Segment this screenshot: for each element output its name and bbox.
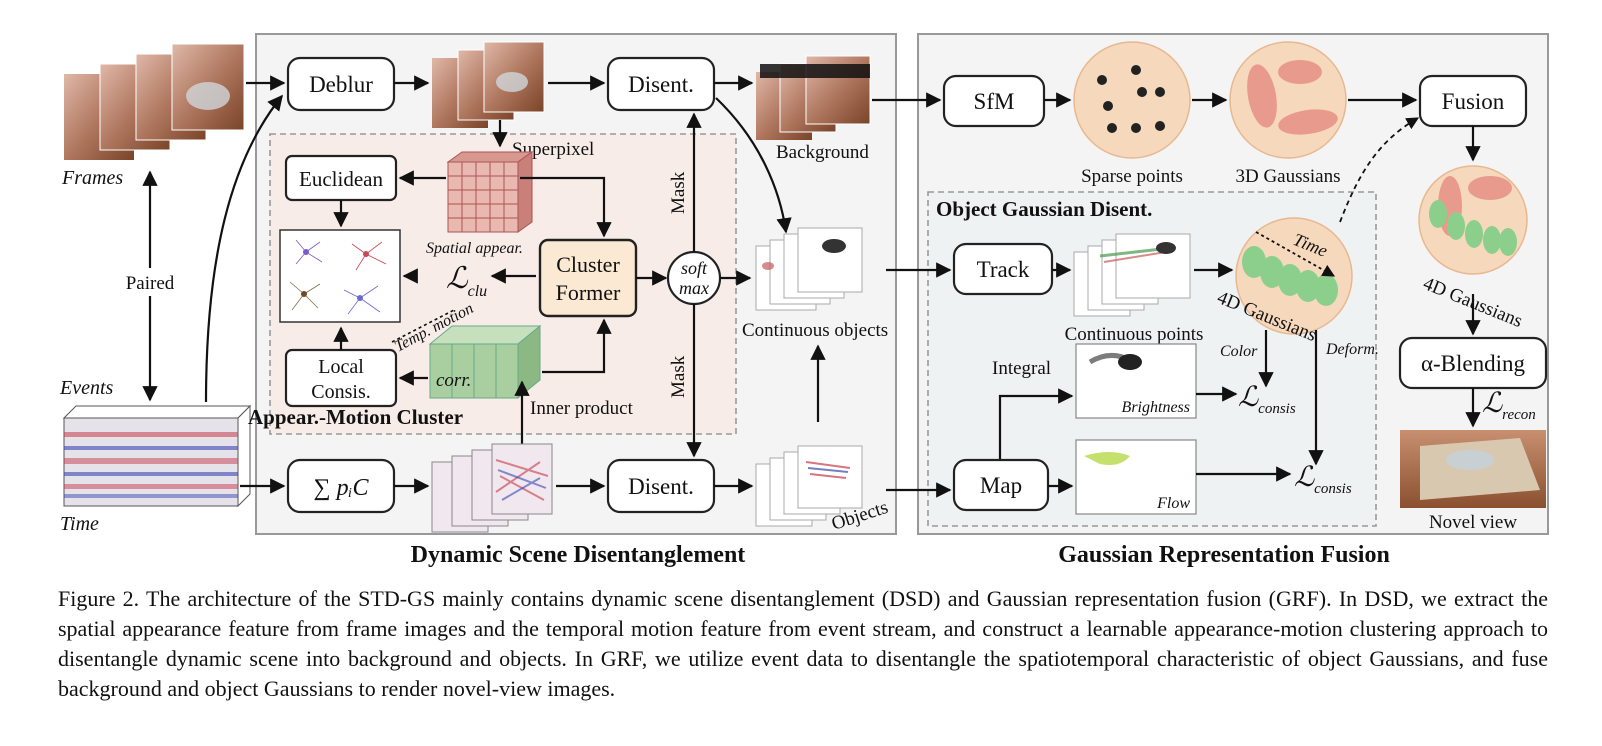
integral-label: Integral: [992, 358, 1051, 379]
grf-title: Gaussian Representation Fusion: [1058, 542, 1390, 568]
sparse-points-icon: [1073, 41, 1191, 159]
events-to-deblur-arrow: [204, 94, 283, 403]
figure-caption: Figure 2. The architecture of the STD-GS…: [58, 584, 1548, 704]
flow-image: [1075, 439, 1197, 515]
local-consis-label-1: Local: [318, 356, 364, 378]
brightness-label: Brightness: [1122, 399, 1190, 416]
track-label: Track: [977, 257, 1030, 282]
gaussians-3d-label: 3D Gaussians: [1235, 166, 1340, 187]
brightness-image: [1075, 343, 1197, 419]
frames-image-stack: [64, 43, 245, 160]
time-label: Time: [60, 513, 99, 535]
continuous-objects-label: Continuous objects: [742, 320, 888, 341]
gaussians-4d-right-icon: [1418, 165, 1528, 275]
background-label: Background: [776, 142, 869, 163]
disent-top-label: Disent.: [628, 72, 694, 97]
fusion-label: Fusion: [1442, 89, 1505, 114]
sum-pc-label: ∑ pᵢC: [314, 475, 370, 501]
map-label: Map: [980, 473, 1022, 498]
mask-top-label: Mask: [668, 171, 689, 214]
novel-view-label: Novel view: [1429, 512, 1517, 533]
local-consis-label-2: Consis.: [311, 381, 370, 403]
continuous-points-label: Continuous points: [1065, 324, 1204, 345]
softmax-label-1: soft: [681, 258, 708, 278]
deblurred-frames: [432, 41, 545, 128]
corr-volume-icon: [428, 324, 542, 400]
sfm-label: SfM: [974, 89, 1015, 114]
superpixel-label: Superpixel: [512, 139, 594, 160]
dsd-title: Dynamic Scene Disentanglement: [411, 542, 746, 568]
continuous-objects-stack: [755, 227, 863, 311]
loss-consis-2: ℒconsis: [1294, 462, 1352, 497]
appear-motion-cluster-title: Appear.-Motion Cluster: [248, 405, 463, 429]
events-cube: [62, 404, 252, 508]
cluster-former-label-1: Cluster: [556, 252, 620, 277]
disent-to-continuous-arrow: [715, 97, 792, 234]
architecture-figure: Frames Paired Events Time Deblur Superpi…: [59, 33, 1549, 568]
corr-label: corr.: [436, 370, 471, 391]
loss-consis-1: ℒconsis: [1238, 382, 1296, 417]
novel-view-image: [1400, 430, 1546, 508]
objects-stack: [755, 445, 863, 527]
loss-recon: ℒrecon: [1482, 388, 1536, 423]
alpha-blending-label: α-Blending: [1421, 351, 1526, 376]
color-label: Color: [1220, 343, 1258, 360]
inner-product-label: Inner product: [530, 398, 634, 419]
gaussians-4d-mid-icon: [1235, 217, 1353, 335]
disent-bottom-label: Disent.: [628, 474, 694, 499]
continuous-points-stack: [1073, 233, 1191, 317]
superpixel-grid-icon: [446, 151, 534, 233]
object-gaussian-disent-title: Object Gaussian Disent.: [936, 197, 1152, 221]
flow-label: Flow: [1156, 495, 1190, 512]
events-label: Events: [59, 377, 114, 399]
mask-bottom-label: Mask: [668, 355, 689, 398]
cluster-scatter-image: [279, 229, 401, 323]
softmax-label-2: max: [679, 278, 709, 298]
loss-clu: ℒclu: [446, 262, 487, 300]
event-frames-stack: [431, 443, 553, 533]
object-to-fusion-arrow: [1339, 117, 1420, 223]
background-image-stack: [756, 55, 871, 140]
cluster-former-label-2: Former: [556, 280, 621, 305]
frames-label: Frames: [61, 167, 123, 189]
spatial-appear-label: Spatial appear.: [426, 240, 523, 257]
caption-text: Figure 2. The architecture of the STD-GS…: [58, 586, 1548, 701]
deform-label: Deform.: [1325, 341, 1379, 358]
sparse-points-label: Sparse points: [1081, 166, 1183, 187]
deblur-label: Deblur: [309, 72, 373, 97]
paired-label: Paired: [126, 273, 175, 294]
euclidean-label: Euclidean: [299, 167, 383, 191]
gaussians-3d-icon: [1229, 41, 1347, 159]
